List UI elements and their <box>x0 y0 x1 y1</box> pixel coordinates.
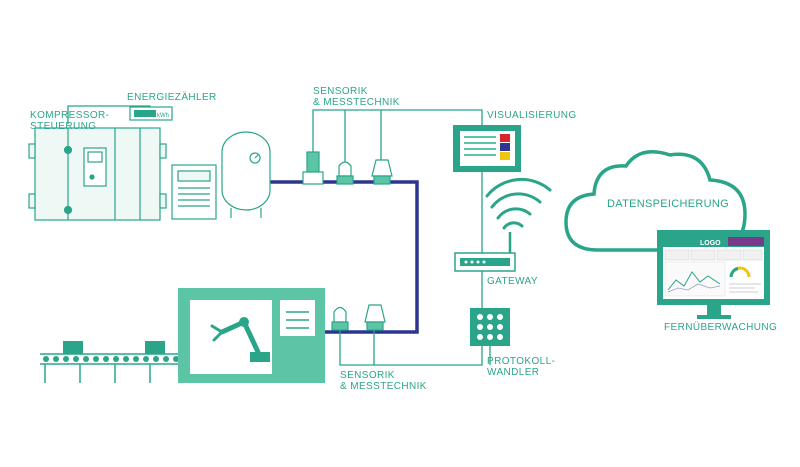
sensor-top-1 <box>302 151 324 185</box>
label-sensorik-top: SENSORIK & MESSTECHNIK <box>313 86 400 108</box>
air-tank <box>221 131 271 218</box>
sensor-top-2 <box>336 161 354 185</box>
remote-monitor: LOGO <box>657 230 770 319</box>
wifi-signal-icon <box>485 177 552 230</box>
sensor-bottom-1 <box>331 306 349 331</box>
monitor-logo: LOGO <box>700 240 721 247</box>
gateway-device <box>454 232 516 272</box>
dryer-unit <box>171 164 217 220</box>
sensor-bottom-2 <box>364 304 386 331</box>
data-storage-cloud <box>564 150 747 252</box>
visualization-screen <box>453 125 521 172</box>
label-kompressor-steuerung: KOMPRESSOR- STEUERUNG <box>30 110 110 132</box>
protocol-converter <box>470 308 510 346</box>
label-datenspeicherung: DATENSPEICHERUNG <box>607 198 729 210</box>
label-protokoll-wandler: PROTOKOLL- WANDLER <box>487 356 556 378</box>
label-gateway: GATEWAY <box>487 276 538 287</box>
robot-arm-icon <box>210 317 270 362</box>
label-fernueberwachung: FERNÜBERWACHUNG <box>664 322 778 333</box>
kwh-unit: kWh <box>157 113 169 119</box>
production-machine <box>178 288 325 383</box>
label-visualisierung: VISUALISIERUNG <box>487 110 577 121</box>
compressor <box>28 127 167 221</box>
sensor-top-3 <box>371 159 393 185</box>
label-energiezaehler: ENERGIEZÄHLER <box>127 92 217 103</box>
energy-meter: kWh <box>129 106 173 121</box>
label-sensorik-bottom: SENSORIK & MESSTECHNIK <box>340 370 427 392</box>
conveyor-belt <box>40 341 180 383</box>
